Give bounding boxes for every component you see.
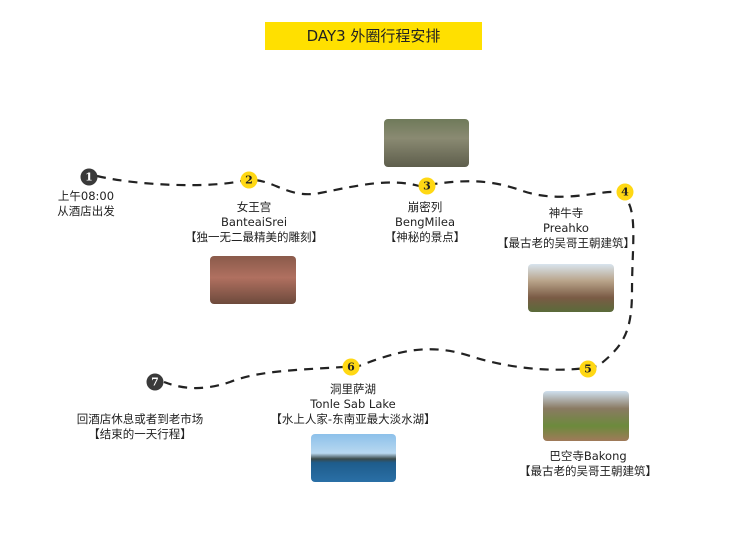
- stop-name: 巴空寺Bakong: [549, 449, 627, 463]
- stop-desc: 【神秘的景点】: [384, 230, 466, 244]
- stop-desc: 【独一无二最精美的雕刻】: [185, 230, 323, 244]
- stop-name: 崩密列: [407, 200, 443, 214]
- stop-marker-6: 6: [342, 358, 360, 376]
- stop-label-6: 洞里萨湖 Tonle Sab Lake 【水上人家-东南亚最大淡水湖】: [270, 382, 435, 427]
- stop-label-4: 神牛寺 Preahko 【最古老的吴哥王朝建筑】: [497, 206, 635, 251]
- stop-name: 女王宫: [236, 200, 272, 214]
- stop-name-en: BengMilea: [395, 215, 455, 229]
- stop-label-5: 巴空寺Bakong 【最古老的吴哥王朝建筑】: [519, 449, 657, 479]
- stop-marker-1: 1: [80, 168, 98, 186]
- stop-desc: 从酒店出发: [57, 204, 115, 218]
- page-title: DAY3 外圈行程安排: [265, 22, 482, 50]
- stop-marker-5: 5: [579, 360, 597, 378]
- stop-desc: 【水上人家-东南亚最大淡水湖】: [270, 412, 436, 426]
- stop-time: 上午08:00: [57, 189, 115, 203]
- preahko-photo: [528, 264, 614, 312]
- stop-name-en: Tonle Sab Lake: [310, 397, 396, 411]
- stop-marker-4: 4: [616, 183, 634, 201]
- stop-name: 神牛寺: [548, 206, 584, 220]
- tonlesap-photo: [311, 434, 396, 482]
- stop-desc: 【最古老的吴哥王朝建筑】: [497, 236, 635, 250]
- stop-name-en: BanteaiSrei: [220, 215, 288, 229]
- stop-desc: 【结束的一天行程】: [88, 427, 192, 441]
- stop-label-2: 女王宫 BanteaiSrei 【独一无二最精美的雕刻】: [185, 200, 323, 245]
- stop-desc: 回酒店休息或者到老市场: [76, 412, 204, 426]
- stop-desc: 【最古老的吴哥王朝建筑】: [519, 464, 657, 478]
- stop-label-7: 回酒店休息或者到老市场 【结束的一天行程】: [77, 412, 204, 442]
- bengmilea-photo: [384, 119, 469, 167]
- banteaisrei-photo: [210, 256, 296, 304]
- stop-name: 洞里萨湖: [330, 382, 376, 396]
- stop-marker-7: 7: [146, 373, 164, 391]
- bakong-photo: [543, 391, 629, 441]
- stop-marker-2: 2: [240, 171, 258, 189]
- stop-label-1: 上午08:00 从酒店出发: [57, 189, 115, 219]
- stop-marker-3: 3: [418, 177, 436, 195]
- stop-name-en: Preahko: [543, 221, 589, 235]
- stop-label-3: 崩密列 BengMilea 【神秘的景点】: [385, 200, 466, 245]
